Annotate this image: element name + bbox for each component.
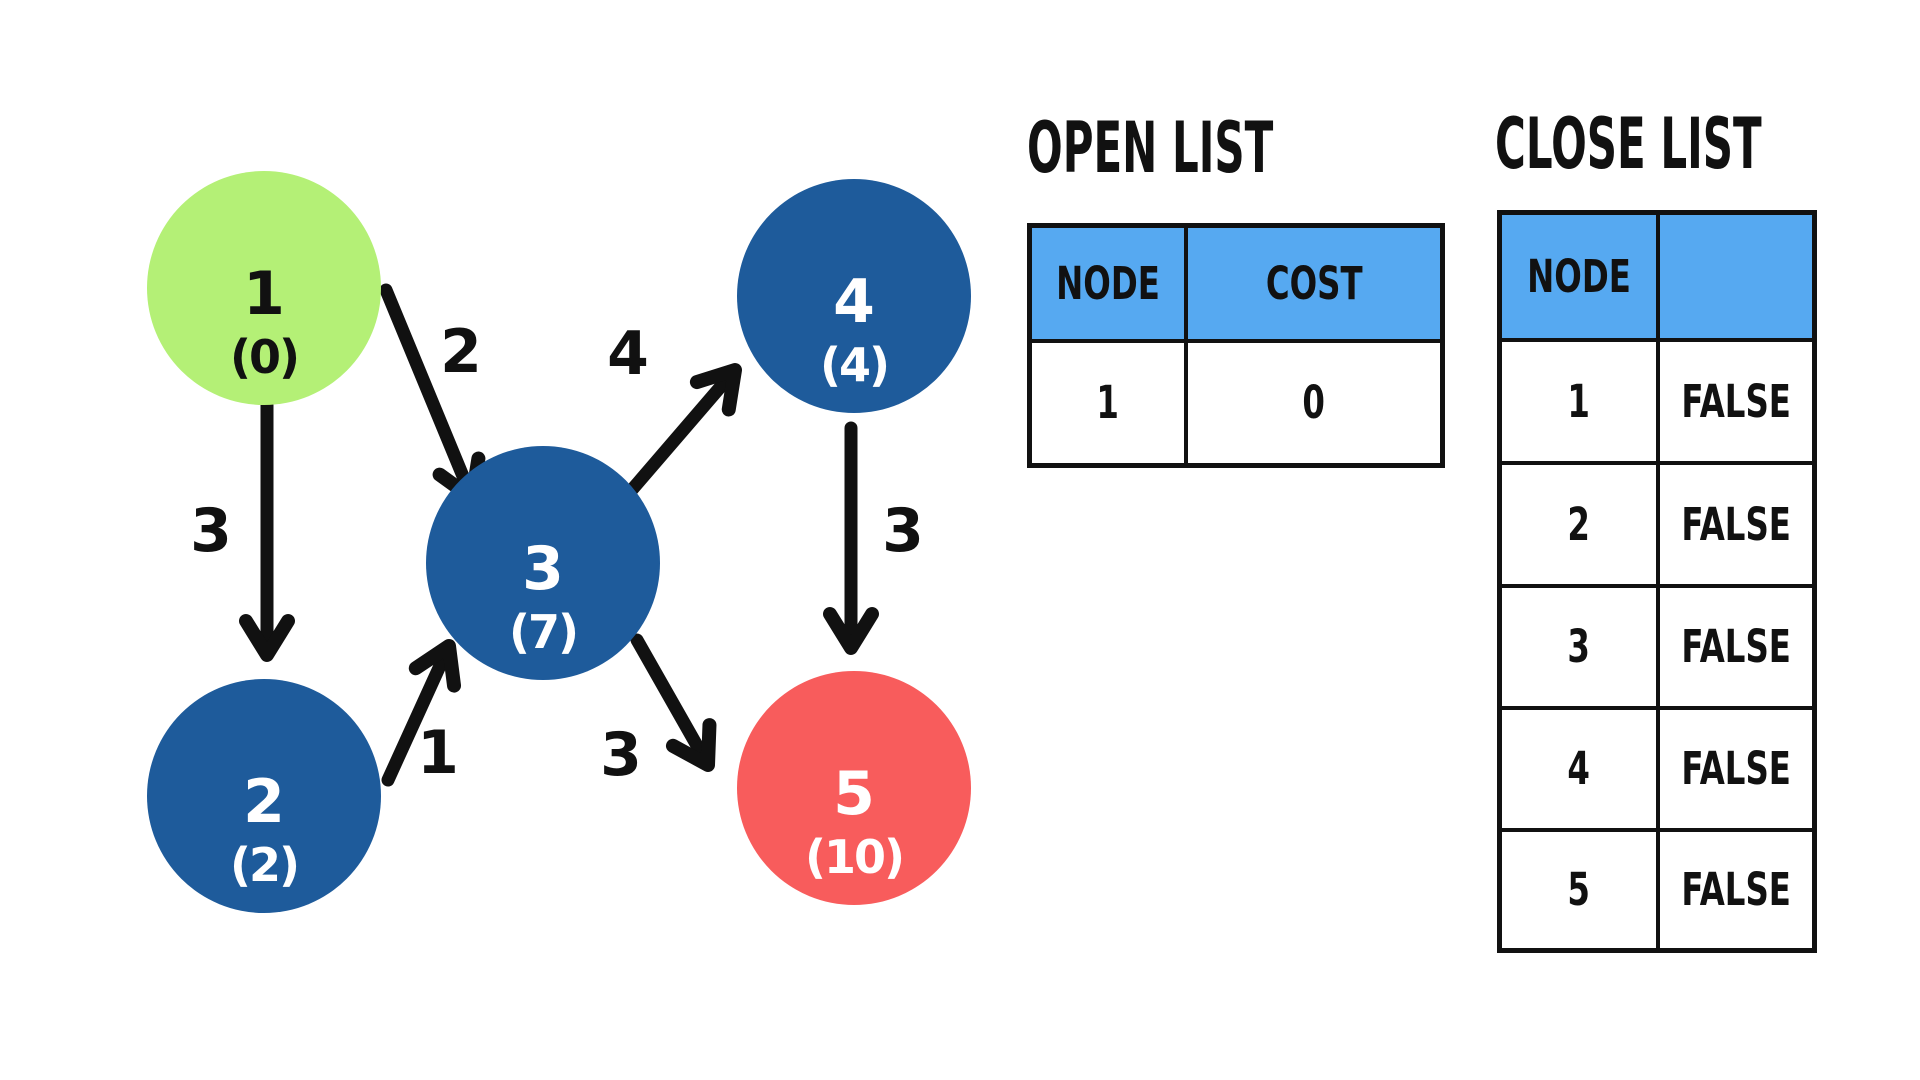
node-cost: (7)	[508, 605, 579, 659]
close-list-table: NODE 1 FALSE 2 FALSE 3 FALSE 4 FALSE 5 F…	[1497, 210, 1817, 953]
graph-node-2: 2 (2)	[147, 679, 381, 913]
node-label: 5	[833, 759, 875, 829]
edge-weight-2-3: 1	[417, 718, 459, 788]
node-label: 4	[833, 267, 875, 337]
node-label: 1	[243, 259, 285, 329]
open-list-title: OPEN LIST	[1027, 107, 1274, 189]
open-list-header-node: NODE	[1027, 223, 1188, 343]
close-list-row: 5 FALSE	[1497, 827, 1817, 953]
close-list-title: CLOSE LIST	[1495, 103, 1762, 185]
open-list-header-row: NODE COST	[1027, 223, 1445, 343]
close-list-header-node: NODE	[1497, 210, 1660, 342]
graph-node-3: 3 (7)	[426, 446, 660, 680]
node-label: 3	[522, 534, 564, 604]
close-list-row: 2 FALSE	[1497, 460, 1817, 588]
close-list-header-blank	[1655, 210, 1817, 342]
graph-node-4: 4 (4)	[737, 179, 971, 413]
close-list-cell-flag: FALSE	[1655, 827, 1817, 953]
open-list-header-cost: COST	[1183, 223, 1445, 343]
open-list-cell-node: 1	[1027, 338, 1188, 468]
graph-node-1: 1 (0)	[147, 171, 381, 405]
close-list-cell-flag: FALSE	[1655, 705, 1817, 832]
node-cost: (0)	[229, 330, 300, 384]
close-list-cell-node: 1	[1497, 337, 1660, 465]
close-list-cell-flag: FALSE	[1655, 583, 1817, 710]
open-list-cell-cost: 0	[1183, 338, 1445, 468]
edge-weight-4-5: 3	[882, 496, 924, 566]
close-list-cell-flag: FALSE	[1655, 460, 1817, 588]
close-list-cell-node: 5	[1497, 827, 1660, 953]
close-list-header-row: NODE	[1497, 210, 1817, 342]
close-list-cell-node: 4	[1497, 705, 1660, 832]
open-list-table: NODE COST 1 0	[1027, 223, 1445, 468]
node-cost: (4)	[819, 338, 890, 392]
node-label: 2	[243, 767, 285, 837]
close-list-row: 1 FALSE	[1497, 337, 1817, 465]
open-list-row: 1 0	[1027, 338, 1445, 468]
close-list-cell-node: 3	[1497, 583, 1660, 710]
close-list-row: 3 FALSE	[1497, 583, 1817, 710]
close-list-cell-flag: FALSE	[1655, 337, 1817, 465]
edge-weight-3-5: 3	[600, 720, 642, 790]
node-cost: (10)	[804, 830, 905, 884]
edge-weight-3-4: 4	[607, 319, 649, 389]
edge-weight-1-3: 2	[440, 317, 482, 387]
edge-weight-1-2: 3	[190, 496, 232, 566]
graph-node-5: 5 (10)	[737, 671, 971, 905]
edge-3-5-arrow	[630, 633, 717, 772]
close-list-row: 4 FALSE	[1497, 705, 1817, 832]
node-cost: (2)	[229, 838, 300, 892]
close-list-cell-node: 2	[1497, 460, 1660, 588]
